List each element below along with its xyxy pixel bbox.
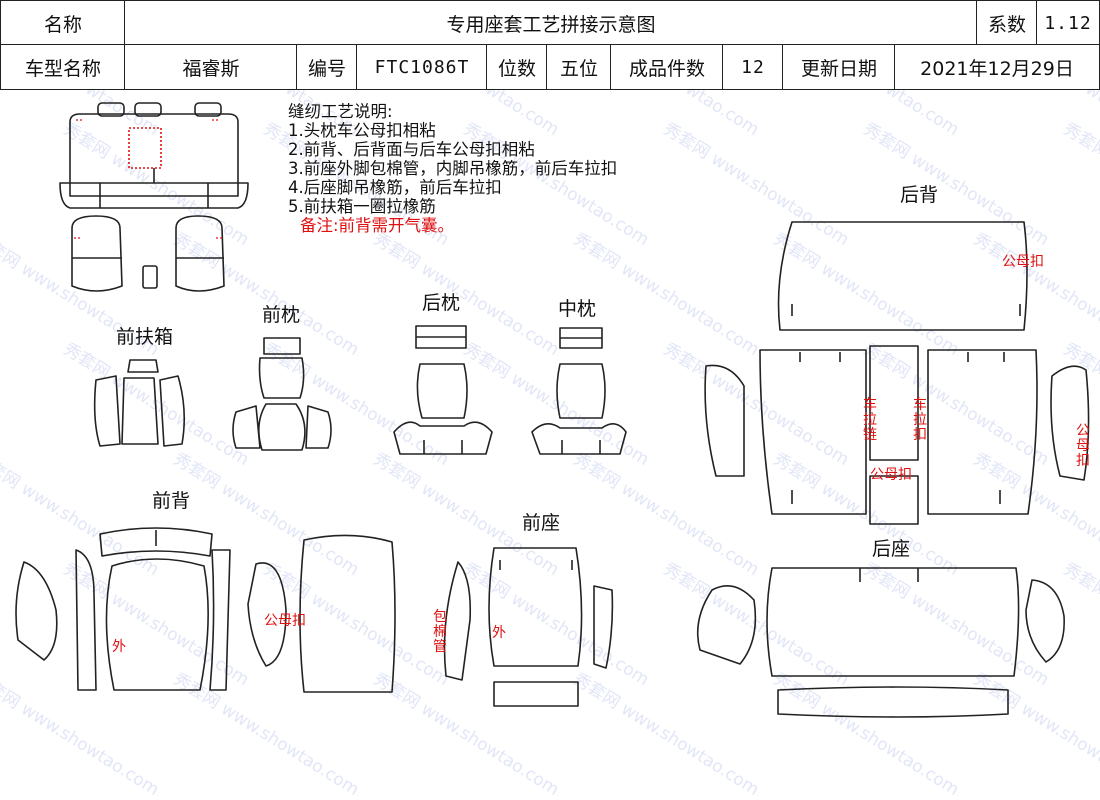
- rear-back-pieces: [704, 221, 1090, 525]
- section-front-back: 前背: [152, 490, 191, 512]
- section-front-headrest: 前枕: [262, 304, 301, 326]
- section-middle-headrest: 中枕: [558, 298, 597, 320]
- outer-label-front-back: 外: [112, 639, 126, 655]
- note-item: 3.前座外脚包棉管，内脚吊橡筋，前后车拉扣: [288, 159, 618, 178]
- snap-label-front-back: 公母扣: [264, 613, 306, 629]
- snap-label-rear-center: 公母扣: [870, 467, 912, 483]
- note-item: 2.前背、后背面与后车公母扣相粘: [288, 140, 535, 159]
- note-item: 1.头枕车公母扣相粘: [288, 121, 436, 140]
- front-armrest-pieces: [93, 359, 186, 447]
- section-rear-back: 后背: [900, 184, 939, 206]
- front-headrest-pieces: [232, 337, 332, 451]
- middle-headrest-pieces: [531, 327, 627, 455]
- front-back-pieces: [15, 527, 396, 693]
- outer-label-front-seat: 外: [492, 625, 506, 641]
- notes-remark: 备注:前背需开气囊。: [300, 216, 455, 235]
- code-value: FTC1086T: [356, 44, 488, 90]
- snap-label-rear-back: 公母扣: [1002, 254, 1044, 270]
- section-front-armrest: 前扶箱: [116, 326, 174, 348]
- rear-seat-pieces: [696, 567, 1065, 718]
- section-rear-headrest: 后枕: [422, 292, 461, 314]
- model-value: 福睿斯: [124, 44, 298, 90]
- pattern-diagram: [15, 102, 1090, 718]
- pieces-value: 12: [722, 44, 784, 90]
- seats-label: 位数: [486, 44, 548, 90]
- front-seat-overview: [71, 215, 225, 292]
- rear-headrest-pieces: [393, 325, 493, 455]
- notes-title: 缝纫工艺说明:: [288, 102, 393, 121]
- note-item: 5.前扶箱一圈拉橡筋: [288, 197, 436, 216]
- process-notes: 缝纫工艺说明: 1.头枕车公母扣相粘 2.前背、后背面与后车公母扣相粘 3.前座…: [288, 102, 617, 235]
- date-value: 2021年12月29日: [894, 44, 1100, 90]
- section-front-seat: 前座: [522, 512, 561, 534]
- pieces-label: 成品件数: [610, 44, 724, 90]
- seats-value: 五位: [546, 44, 612, 90]
- note-item: 4.后座脚吊橡筋，前后车拉扣: [288, 178, 502, 197]
- pull-snap-label: 车拉扣: [913, 397, 927, 443]
- name-label: 名称: [0, 0, 126, 46]
- zipper-label: 车拉链: [863, 397, 877, 443]
- rear-seat-overview: [59, 102, 249, 209]
- cotton-tube-label: 包棉管: [433, 609, 447, 655]
- coef-label: 系数: [976, 0, 1038, 46]
- section-rear-seat: 后座: [872, 538, 911, 560]
- front-seat-pieces: [443, 547, 614, 707]
- date-label: 更新日期: [782, 44, 896, 90]
- model-label: 车型名称: [0, 44, 126, 90]
- code-label: 编号: [296, 44, 358, 90]
- header-table: 名称 专用座套工艺拼接示意图 系数 1.12 车型名称 福睿斯 编号 FTC10…: [0, 0, 1100, 90]
- snap-label-rear-side: 公母扣: [1076, 423, 1090, 469]
